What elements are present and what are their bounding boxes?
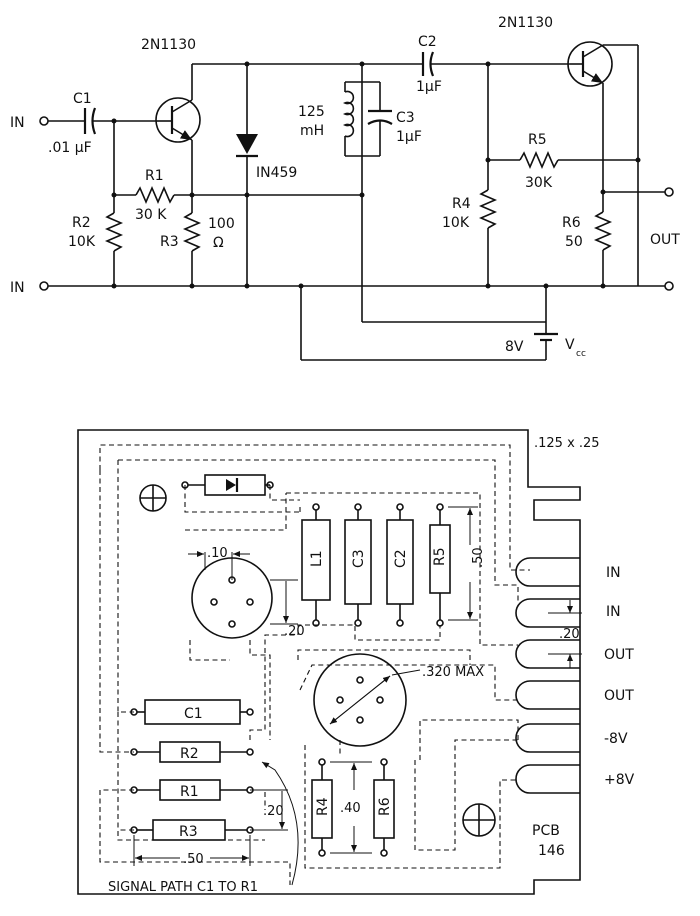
r2-name: R2 bbox=[72, 215, 91, 231]
vcc-label: V bbox=[565, 337, 575, 353]
pcb-l1-label: L1 bbox=[309, 550, 325, 567]
pcb-outline bbox=[77, 429, 581, 895]
c2-value: 1μF bbox=[416, 79, 442, 95]
diode-label: IN459 bbox=[256, 165, 297, 181]
r1-name: R1 bbox=[145, 168, 164, 184]
r6-name: R6 bbox=[562, 215, 581, 231]
tab-in-1: IN bbox=[606, 565, 621, 581]
pcb-number: 146 bbox=[538, 843, 565, 859]
dim-10: .10 bbox=[207, 546, 228, 561]
dim-40: .40 bbox=[340, 801, 361, 816]
pcb-lower-components bbox=[130, 699, 254, 841]
r5-resistor bbox=[519, 150, 559, 170]
r3-value-num: 100 bbox=[208, 216, 235, 232]
tab-in-2: IN bbox=[606, 604, 621, 620]
out-bottom-terminal bbox=[664, 281, 674, 291]
pcb-upper-components bbox=[301, 503, 451, 627]
slot-dimension: .125 x .25 bbox=[534, 436, 600, 451]
tab-minus-8v: -8V bbox=[604, 731, 628, 747]
r2-value: 10K bbox=[68, 234, 96, 250]
pcb-r1-label: R1 bbox=[180, 784, 199, 800]
l-unit: mH bbox=[300, 123, 324, 139]
pcb-r6-label: R6 bbox=[377, 797, 393, 816]
pcb-name: PCB bbox=[532, 823, 560, 839]
l-value: 125 bbox=[298, 104, 325, 120]
r1-value: 30 K bbox=[135, 207, 167, 223]
r5-value: 30K bbox=[525, 175, 553, 191]
tab-pitch: .20 bbox=[559, 627, 580, 642]
edge-tabs bbox=[515, 557, 580, 794]
in-bottom-label: IN bbox=[10, 280, 25, 296]
q2-label: 2N1130 bbox=[498, 15, 553, 31]
dim-50: .50 bbox=[183, 852, 204, 867]
out-top-terminal bbox=[664, 187, 674, 197]
pcb-layout: .125 x .25 IN IN OUT OUT -8V +8V .20 bbox=[77, 429, 635, 895]
r3-name: R3 bbox=[160, 234, 179, 250]
r4-resistor bbox=[478, 189, 498, 229]
r5-name: R5 bbox=[528, 132, 547, 148]
c3-name: C3 bbox=[396, 110, 415, 126]
vcc-subscript: cc bbox=[576, 349, 586, 359]
in-top-terminal bbox=[39, 116, 49, 126]
pcb-r2-label: R2 bbox=[180, 746, 199, 762]
r4-name: R4 bbox=[452, 196, 471, 212]
c1-name: C1 bbox=[73, 91, 92, 107]
tab-out-1: OUT bbox=[604, 647, 634, 663]
tab-plus-8v: +8V bbox=[604, 772, 635, 788]
schematic: IN IN C1 .01 μF 2N1130 R1 30 K bbox=[10, 15, 680, 361]
r6-value: 50 bbox=[565, 234, 583, 250]
r3-value-unit: Ω bbox=[213, 235, 224, 251]
c1-value: .01 μF bbox=[48, 140, 92, 156]
in-top-label: IN bbox=[10, 115, 25, 131]
pcb-c1-label: C1 bbox=[184, 706, 203, 722]
dim-20-lower: .20 bbox=[263, 804, 284, 819]
signal-path-label: SIGNAL PATH C1 TO R1 bbox=[108, 880, 258, 895]
q2-transistor bbox=[567, 41, 613, 87]
r2-resistor bbox=[104, 212, 124, 252]
dim-r5: .50 bbox=[471, 547, 486, 568]
r3-resistor bbox=[182, 212, 202, 252]
inductor-coil bbox=[342, 90, 355, 138]
r4-value: 10K bbox=[442, 215, 470, 231]
battery-label: 8V bbox=[505, 339, 524, 355]
pcb-c3-label: C3 bbox=[351, 549, 367, 568]
copper-traces bbox=[99, 444, 530, 885]
in-bottom-terminal bbox=[39, 281, 49, 291]
pcb-r3-label: R3 bbox=[179, 824, 198, 840]
out-label: OUT bbox=[650, 232, 680, 248]
diode-symbol bbox=[236, 134, 258, 154]
c2-name: C2 bbox=[418, 34, 437, 50]
pcb-q2-socket bbox=[313, 653, 407, 747]
pcb-r4-r6 bbox=[311, 758, 395, 857]
c3-value: 1μF bbox=[396, 129, 422, 145]
pcb-r4-label: R4 bbox=[315, 797, 331, 816]
r6-resistor bbox=[593, 211, 613, 251]
dim-max: .320 MAX bbox=[422, 665, 484, 680]
r1-resistor bbox=[135, 185, 175, 205]
pcb-c2-label: C2 bbox=[393, 549, 409, 568]
q1-label: 2N1130 bbox=[141, 37, 196, 53]
tab-out-2: OUT bbox=[604, 688, 634, 704]
dim-20-upper: .20 bbox=[284, 624, 305, 639]
signal-path-arrow bbox=[261, 761, 299, 886]
q1-transistor bbox=[155, 97, 201, 143]
pcb-r5-label: R5 bbox=[432, 547, 448, 566]
